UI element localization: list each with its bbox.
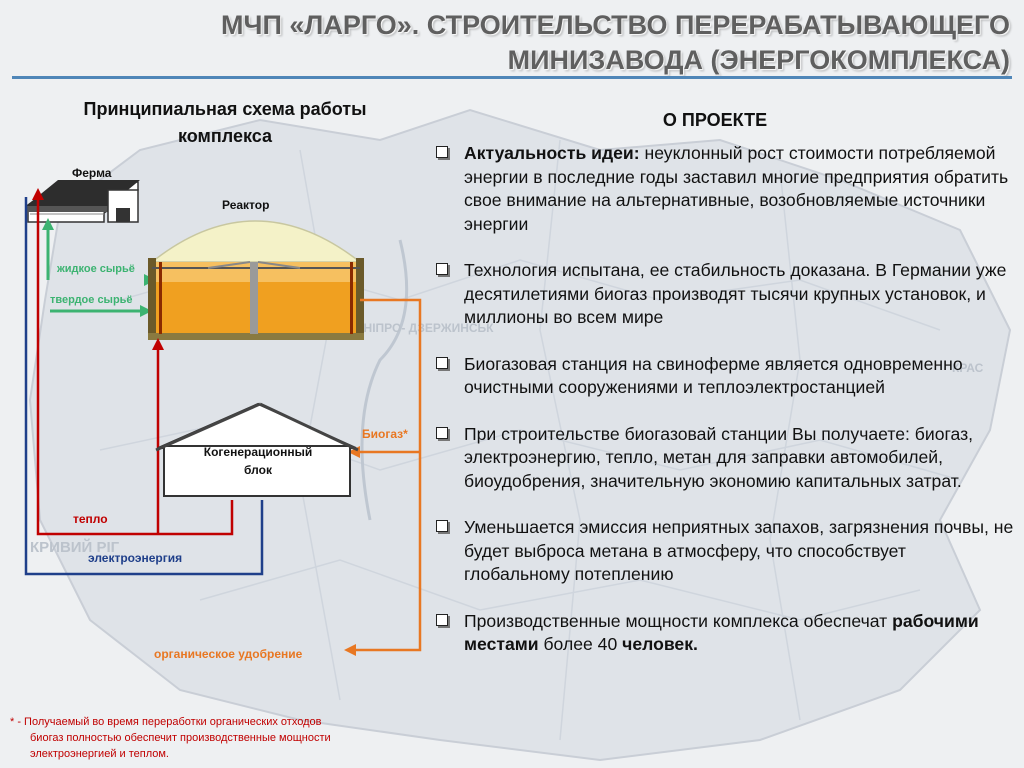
cogeneration-label-line2: блок [244,463,272,477]
scheme-title-line2: комплекса [178,126,272,146]
checkbox-bullet-icon [436,263,448,275]
list-item-text-mid: более 40 [538,634,623,654]
reactor-label: Реактор [222,198,270,212]
title-divider [12,76,1012,79]
checkbox-bullet-icon [436,426,448,439]
cogeneration-label-line1: Когенерационный [203,445,313,459]
footnote-line3: электроэнергией и теплом. [30,748,169,760]
page-title-line1: МЧП «ЛАРГО». СТРОИТЕЛЬСТВО ПЕРЕРАБАТЫВАЮ… [220,10,1010,40]
list-item-text: Уменьшается эмиссия неприятных запахов, … [464,517,1014,584]
map-label-dniprodzerzhynsk: ДНІПРО- ДЗЕРЖИНСЬК [355,321,494,335]
electricity-flow-line [24,197,264,576]
footnote-line2: биогаз полностью обеспечит производствен… [30,732,331,744]
list-item: Уменьшается эмиссия неприятных запахов, … [436,516,1014,587]
list-item: Биогазовая станция на свиноферме являетс… [436,353,1014,400]
map-label-kryvyi-rih: КРИВИЙ РІГ [30,538,120,556]
farm-label: Ферма [72,166,112,180]
scheme-title-line1: Принципиальная схема работы [83,99,367,119]
reactor-icon [148,220,364,340]
checkbox-bullet-icon [436,520,448,532]
liquid-raw-label: жидкое сырьё [57,263,135,275]
list-item: Производственные мощности комплекса обес… [436,610,1014,657]
fertilizer-label: органическое удобрение [154,647,303,661]
about-title: О ПРОЕКТЕ [662,110,768,130]
people-bold: человек. [622,634,698,654]
list-item-text: Биогазовая станция на свиноферме являетс… [464,353,963,398]
list-item-text: неуклонный рост стоимости потребляемой э… [464,143,1009,234]
jobs-bold: рабочими местами [464,610,979,655]
page-title: МЧП «ЛАРГО». СТРОИТЕЛЬСТВО ПЕРЕРАБАТЫВАЮ… [110,8,1010,78]
list-item-text: Производственные мощности комплекса обес… [464,610,893,631]
farm-icon [26,180,140,223]
biogas-label: Биогаз* [362,427,408,441]
biogas-flow-arrows [344,298,422,656]
heat-label: тепло [73,512,108,526]
footnote-line1: * - Получаемый во время переработки орга… [10,716,322,728]
page-title-line2: МИНИЗАВОДА (ЭНЕРГОКОМПЛЕКСА) [507,45,1010,75]
list-item: Актуальность идеи: неуклонный рост стоим… [436,142,1014,236]
list-item: Технология испытана, ее стабильность док… [436,259,1014,330]
list-item-text: Технология испытана, ее стабильность док… [464,260,1007,327]
electricity-label: электроэнергия [88,551,183,565]
checkbox-bullet-icon [436,356,448,369]
checkbox-bullet-icon [436,146,448,158]
map-label-kras: КРАС [952,361,984,375]
list-item-text: При строительстве биогазовай станции Вы … [464,423,974,491]
scheme-title: Принципиальная схема работы комплекса [30,96,420,150]
list-item: При строительстве биогазовай станции Вы … [436,423,1014,494]
complex-scheme-diagram [24,180,422,656]
solid-raw-label: твердое сырьё [50,294,133,306]
heat-flow-arrows [32,188,234,536]
checkbox-bullet-icon [436,613,448,626]
cogeneration-block-icon [155,402,359,497]
footnote: * - Получаемый во время переработки орга… [10,714,410,762]
about-list: Актуальность идеи: неуклонный рост стоим… [436,142,1014,680]
idea-lead: Актуальность идеи: [464,143,640,163]
cogeneration-label: Когенерационный блок [190,443,326,479]
